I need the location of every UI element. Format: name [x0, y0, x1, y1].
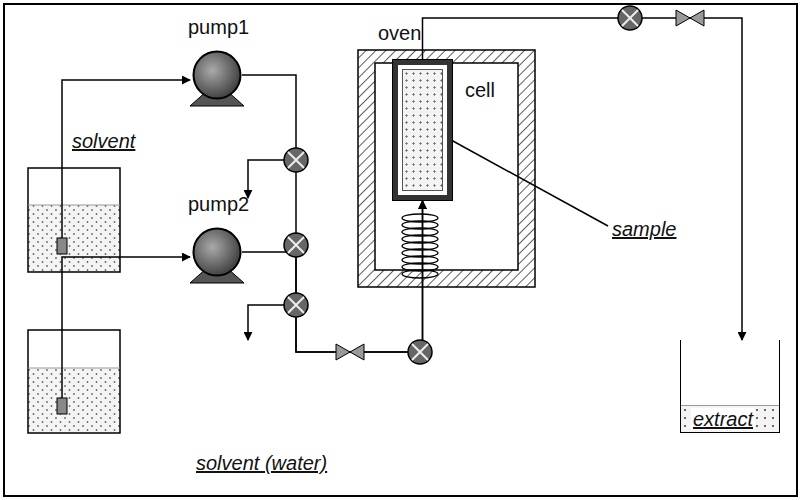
preheat-coil	[402, 214, 438, 278]
pump-symbol: pump1	[192, 50, 242, 100]
needle-valve	[676, 10, 704, 26]
inlet-filter	[57, 398, 67, 414]
inlet-filter	[57, 238, 67, 254]
sample-bed	[402, 69, 443, 191]
extraction-cell: cell	[393, 60, 452, 200]
feed-line	[62, 257, 190, 400]
collection-vial: extract	[680, 340, 780, 433]
frame	[4, 4, 797, 496]
cell-label: cell	[463, 79, 497, 101]
pump-circle	[192, 50, 242, 100]
flow-line	[423, 18, 743, 340]
flow-line	[242, 201, 423, 352]
pump-circle	[192, 227, 242, 277]
solvent-label: solvent	[72, 130, 135, 152]
needle-valve	[336, 344, 364, 360]
water-label: solvent (water)	[196, 452, 327, 474]
pump-symbol: pump2	[192, 227, 242, 277]
valve-symbol	[284, 233, 308, 257]
feed-line	[62, 80, 190, 240]
oven-wall	[358, 50, 535, 287]
vial-label: extract	[691, 408, 755, 430]
oven-box: ovencell	[358, 50, 535, 287]
sample-label: sample	[612, 218, 676, 240]
valve-symbol	[618, 6, 642, 30]
valve-symbol	[408, 340, 432, 364]
leader-line	[442, 135, 608, 226]
water-bottle	[28, 330, 120, 433]
valve-symbol	[284, 293, 308, 317]
pump-label: pump1	[188, 16, 249, 38]
valve-symbol	[284, 148, 308, 172]
pump-label: pump2	[188, 193, 249, 215]
oven-label: oven	[378, 22, 421, 44]
